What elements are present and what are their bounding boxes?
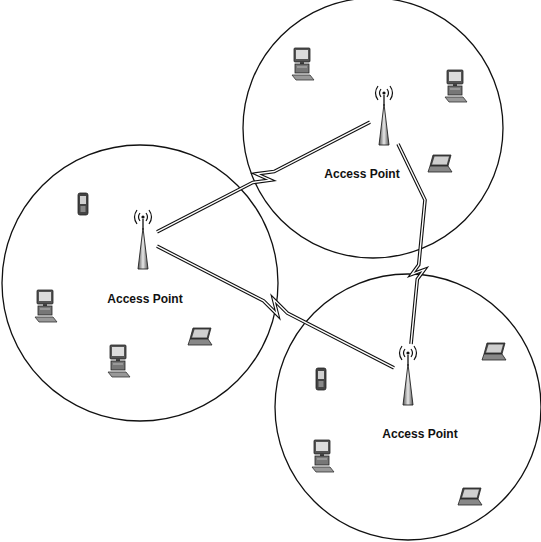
desktop-icon [292, 48, 314, 80]
signal-arc [387, 89, 389, 97]
laptop-icon [482, 343, 506, 360]
wireless-link [157, 246, 394, 368]
link-outline [157, 246, 394, 368]
phone-icon [316, 368, 326, 390]
antenna-tip [382, 91, 385, 94]
signal-arc [376, 86, 379, 100]
signal-arc [414, 346, 417, 360]
desktop-icon [108, 345, 130, 377]
node-label: Access Point [324, 167, 399, 181]
phone-icon [78, 193, 88, 215]
antenna-tower [138, 228, 148, 269]
signal-arc [400, 346, 403, 360]
desktop-icon [445, 70, 467, 102]
antenna-tower [379, 104, 389, 145]
access-point: Access Point [129, 208, 157, 270]
signal-arc [139, 213, 141, 221]
antenna-icon [394, 344, 422, 406]
signal-arc [380, 89, 382, 97]
antenna-tip [141, 215, 144, 218]
desktop-icon [35, 290, 57, 322]
antenna-icon [129, 208, 157, 270]
signal-arc [135, 210, 138, 224]
node-label: Access Point [382, 427, 457, 441]
link-outline [398, 144, 425, 344]
signal-arc [404, 349, 406, 357]
cell-circle [243, 0, 503, 258]
signal-arc [411, 349, 413, 357]
laptop-icon [188, 328, 212, 345]
laptop-icon [458, 488, 482, 505]
access-point: Access Point [394, 344, 422, 406]
laptop-icon [428, 155, 452, 172]
desktop-icon [312, 440, 334, 472]
signal-arc [146, 213, 148, 221]
antenna-tip [406, 351, 409, 354]
wireless-link [398, 144, 425, 344]
node-label: Access Point [107, 292, 182, 306]
cell-circle [2, 145, 278, 421]
signal-arc [390, 86, 393, 100]
antenna-tower [403, 364, 413, 405]
link-core [157, 246, 394, 368]
link-core [398, 144, 425, 344]
access-point: Access Point [370, 84, 398, 146]
antenna-icon [370, 84, 398, 146]
cell-circle [275, 274, 541, 540]
signal-arc [149, 210, 152, 224]
